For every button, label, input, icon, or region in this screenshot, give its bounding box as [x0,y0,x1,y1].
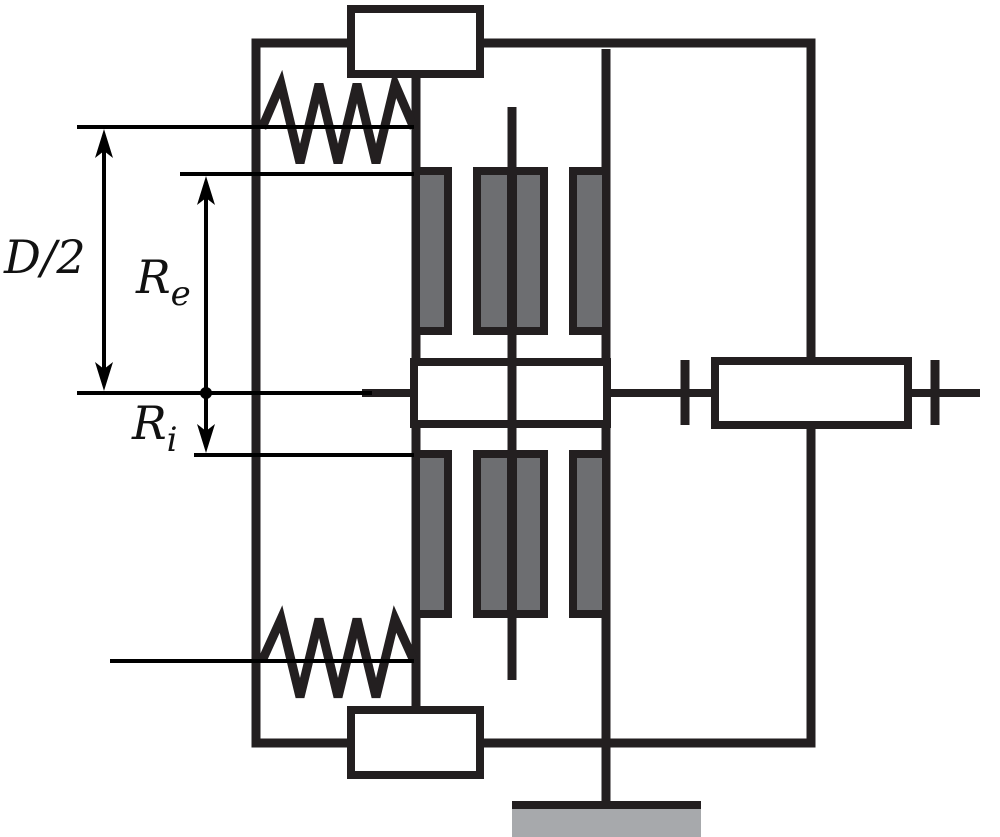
label-inner-radius-subscript: i [167,420,178,460]
label-inner-radius-symbol: R [131,396,167,450]
bottom-housing-block [347,706,484,779]
dimension-ri-arrow-down [197,424,215,453]
dimension-origin-dot [200,387,212,399]
top-spring [257,69,419,165]
label-inner-radius: Ri [131,396,178,460]
dimension-d2-arrow-up [95,129,113,158]
friction-plate-lower-left [412,450,452,618]
label-half-diameter: D/2 [3,230,86,284]
label-outer-radius-subscript: e [171,274,191,314]
friction-plate-lower-center-b [509,450,548,618]
friction-plate-lower-center-a [473,450,515,618]
friction-plate-upper-center-a [473,167,515,335]
friction-plate-upper-right [569,167,610,335]
top-housing-block [347,5,484,78]
friction-plate-upper-center-b [509,167,548,335]
output-bearing [711,357,912,429]
label-outer-radius-symbol: R [135,250,171,304]
bottom-spring [257,605,419,699]
label-outer-radius: Re [135,250,191,314]
right-housing-frame [480,38,816,748]
dimension-re-arrow-up [197,176,215,205]
dimension-d2-arrow-down [95,362,113,391]
friction-plate-lower-right [569,450,610,618]
ground-base [512,808,701,837]
friction-plate-upper-left [412,167,452,335]
